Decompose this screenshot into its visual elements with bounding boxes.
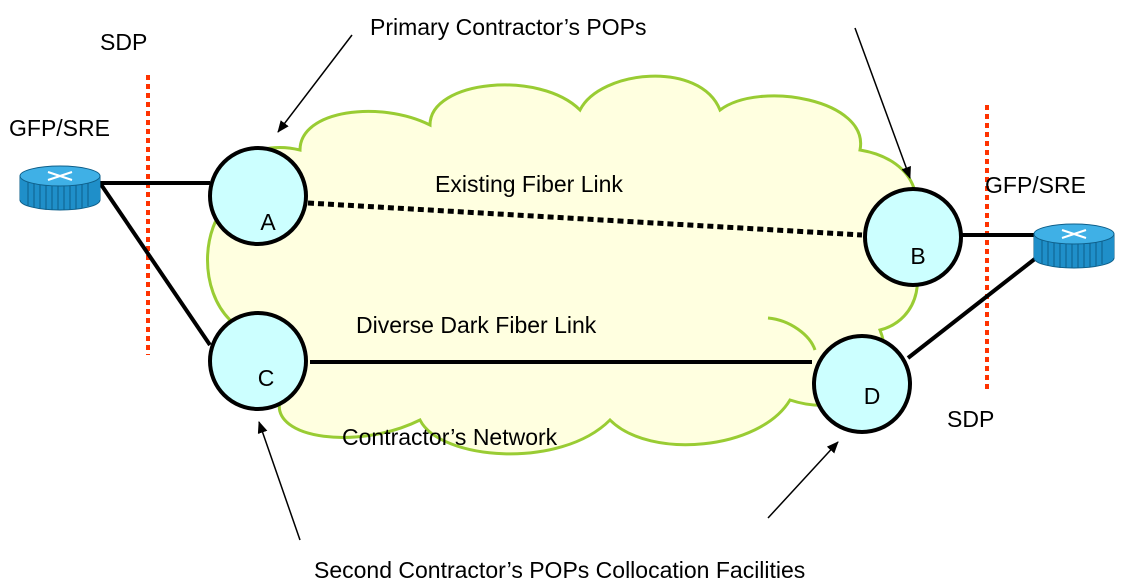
gfp-sre-label-left: GFP/SRE xyxy=(9,115,110,141)
node-b-label: B xyxy=(910,243,925,269)
arrow-second-to-c xyxy=(257,421,301,541)
arrow-primary-to-b xyxy=(854,27,911,179)
router-icon xyxy=(19,165,101,211)
node-c-label: C xyxy=(258,365,275,391)
existing-fiber-link xyxy=(307,200,863,238)
arrow-second-to-d xyxy=(767,441,839,519)
primary-pops-label: Primary Contractor’s POPs xyxy=(370,14,647,40)
gfp-sre-label-right: GFP/SRE xyxy=(985,172,1086,198)
network-label: Contractor’s Network xyxy=(342,424,558,450)
sdp-label-left: SDP xyxy=(100,29,147,55)
existing-fiber-link-label: Existing Fiber Link xyxy=(435,171,623,197)
router-icon xyxy=(1033,223,1115,269)
link-d-router-right xyxy=(906,256,1038,360)
contractor-network-cloud xyxy=(206,74,919,456)
link-router-left-c xyxy=(98,181,212,347)
node-a-label: A xyxy=(260,209,276,235)
diverse-link-label: Diverse Dark Fiber Link xyxy=(356,312,597,338)
sdp-label-right: SDP xyxy=(947,406,994,432)
node-c: C xyxy=(208,311,308,411)
arrow-primary-to-a xyxy=(277,34,353,133)
node-d: D xyxy=(812,334,912,434)
node-b: B xyxy=(863,187,963,287)
node-d-label: D xyxy=(864,383,881,409)
node-a: A xyxy=(208,146,308,246)
second-pops-label: Second Contractor’s POPs Collocation Fac… xyxy=(314,557,805,583)
